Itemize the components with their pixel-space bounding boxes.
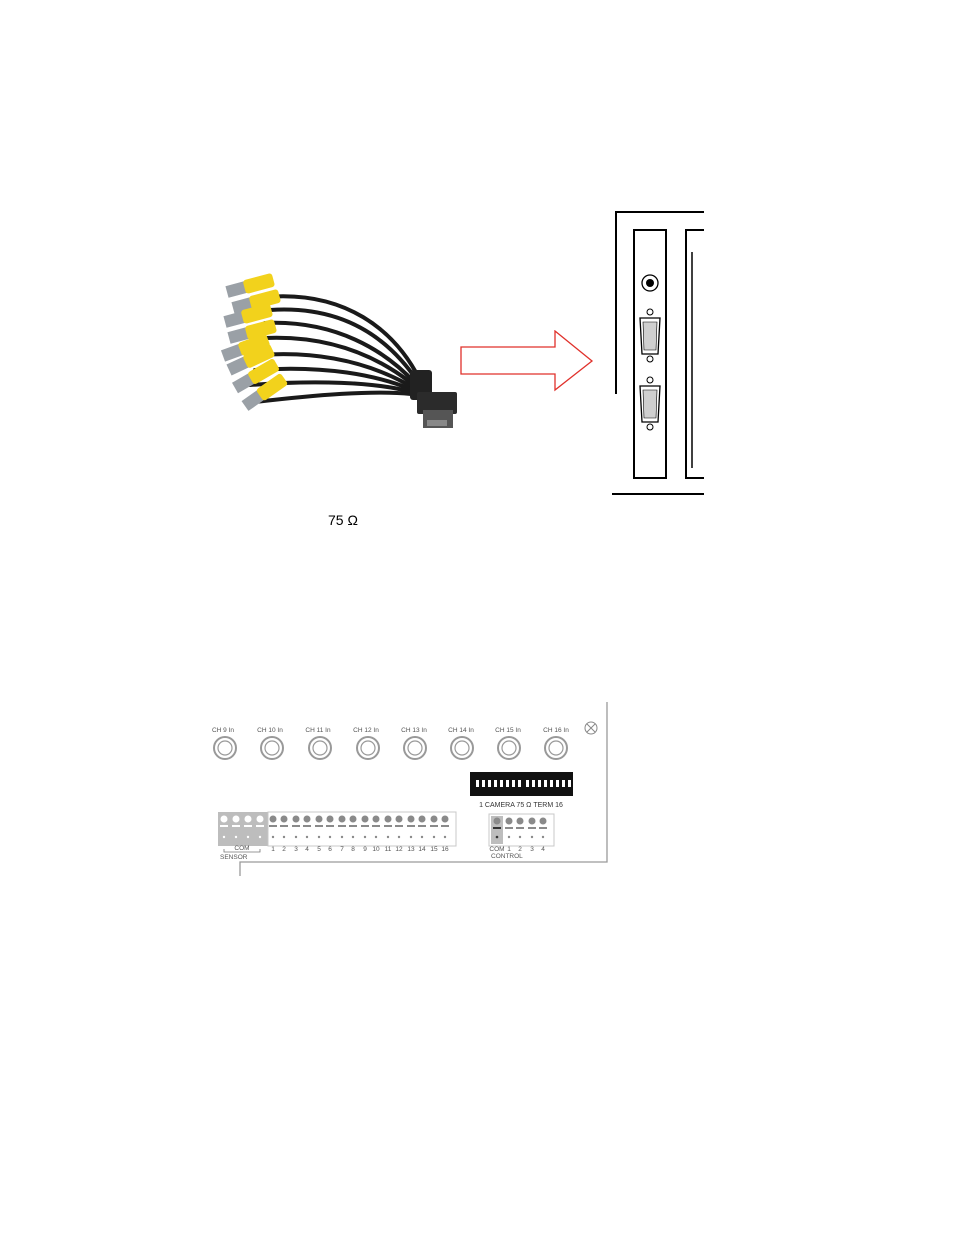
sensor-number: 10: [372, 846, 380, 853]
channel-label: CH 13 In: [401, 727, 427, 734]
channel-label: CH 10 In: [257, 727, 283, 734]
bnc-connector-icon: [403, 736, 427, 760]
sensor-number-labels: 1 2 3 4 5 6 7 8 9 10 11 12 13 14 15 16: [271, 846, 449, 853]
sensor-number: 16: [441, 846, 449, 853]
bnc-breakout-cable-illustration: [220, 273, 457, 428]
sensor-number: 14: [418, 846, 426, 853]
bnc-connector-icon: [497, 736, 521, 760]
sensor-number: 7: [340, 846, 344, 853]
control-number: 4: [541, 846, 545, 853]
termination-dip-switch[interactable]: [470, 772, 573, 796]
adjacent-slot: [685, 229, 704, 479]
sensor-number: 13: [407, 846, 415, 853]
panel-border: [239, 702, 608, 876]
sensor-number: 4: [305, 846, 309, 853]
channel-label: CH 9 In: [212, 727, 234, 734]
sensor-terminal-block: [218, 811, 457, 853]
audio-jack-icon: [641, 274, 659, 292]
sensor-number: 12: [395, 846, 403, 853]
sensor-number: 11: [385, 846, 392, 853]
channel-label: CH 11 In: [305, 727, 331, 734]
dvr-port-panel-diagram: [612, 211, 704, 495]
vga-port-2-icon: [639, 376, 661, 431]
control-number: 1: [507, 846, 511, 853]
sensor-number: 15: [430, 846, 438, 853]
bnc-connector-icon: [450, 736, 474, 760]
port-plate: [633, 229, 667, 479]
right-arrow-icon: [460, 330, 594, 392]
control-label: CONTROL: [491, 853, 523, 860]
control-number: 3: [530, 846, 534, 853]
bnc-connector-icon: [544, 736, 568, 760]
channel-label: CH 12 In: [353, 727, 379, 734]
dip-switch-caption: 1 CAMERA 75 Ω TERM 16: [479, 802, 563, 809]
bnc-connector-group: [220, 273, 288, 411]
sensor-number: 5: [317, 846, 321, 853]
channel-label: CH 16 In: [543, 727, 569, 734]
control-number: 2: [518, 846, 522, 853]
rear-panel-diagram: CH 9 In CH 10 In CH 11 In CH 12 In CH 13…: [212, 702, 608, 876]
sensor-label: SENSOR: [220, 854, 248, 861]
vga-port-1-icon: [639, 308, 661, 363]
bnc-connector-icon: [260, 736, 284, 760]
sensor-number: 2: [282, 846, 286, 853]
control-terminal-block: [488, 813, 555, 847]
sensor-number: 1: [271, 846, 275, 853]
channel-label: CH 14 In: [448, 727, 474, 734]
vga-plug: [410, 370, 457, 428]
bnc-connector-icon: [308, 736, 332, 760]
sensor-number: 9: [363, 846, 367, 853]
panel-outer-edge: [615, 211, 704, 394]
ground-screw-icon: [584, 721, 598, 735]
sensor-number: 3: [294, 846, 298, 853]
sensor-number: 8: [351, 846, 355, 853]
sensor-number: 6: [328, 846, 332, 853]
channel-label: CH 15 In: [495, 727, 521, 734]
sensor-com-label: COM: [234, 845, 249, 852]
bnc-connector-icon: [356, 736, 380, 760]
control-com-label: COM: [489, 846, 504, 853]
bnc-connector-icon: [213, 736, 237, 760]
impedance-label: 75 Ω: [328, 512, 358, 528]
